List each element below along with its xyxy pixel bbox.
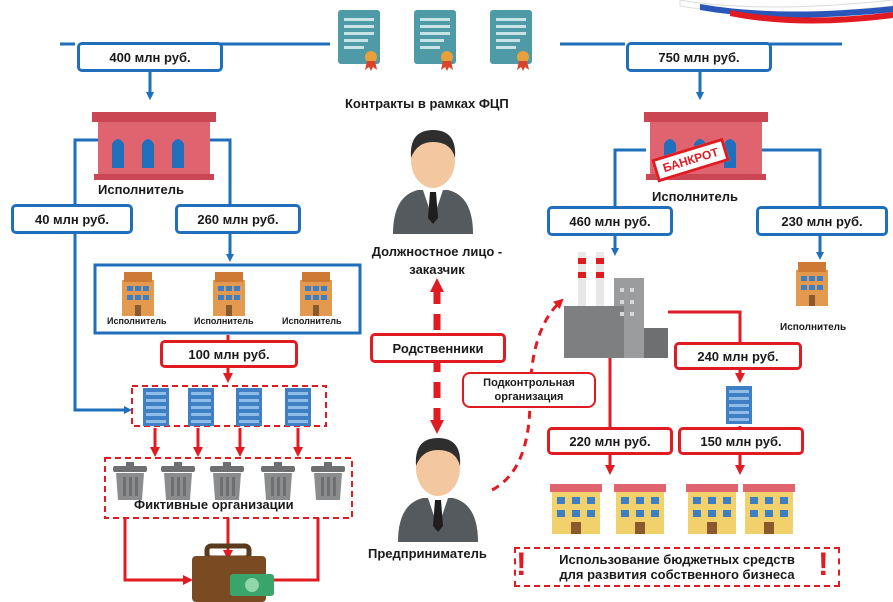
warning-line-2: для развития собственного бизнеса — [559, 567, 795, 582]
office-building-icon — [300, 272, 332, 316]
exclamation-right-icon: ! — [818, 546, 829, 582]
contracts-label: Контракты в рамках ФЦП — [345, 96, 509, 111]
amount-left-c: 100 млн руб. — [160, 340, 298, 368]
document-icon — [414, 10, 456, 71]
tower-icon — [143, 388, 169, 426]
trash-bin-icon — [261, 462, 295, 500]
official-label-2: заказчик — [409, 262, 465, 277]
fictitious-frame — [104, 457, 353, 519]
sub-executors-frame — [93, 263, 362, 335]
amount-right-b: 230 млн руб. — [756, 206, 888, 236]
office-building-icon — [796, 262, 828, 306]
trash-bin-icon — [210, 462, 244, 500]
amount-right-c: 240 млн руб. — [674, 342, 802, 370]
exclamation-left-icon: ! — [516, 546, 527, 582]
amount-right-main: 750 млн руб. — [626, 42, 772, 72]
official-person-icon — [393, 130, 473, 234]
tower-icon — [188, 388, 214, 426]
house-icon — [686, 484, 738, 534]
bank-building-icon — [92, 112, 216, 180]
right-executor-label: Исполнитель — [652, 189, 738, 204]
sub-executor-label-1: Исполнитель — [107, 316, 167, 326]
office-building-icon — [213, 272, 245, 316]
factory-icon — [564, 252, 668, 358]
fictitious-label: Фиктивные организации — [134, 497, 294, 512]
document-icon — [490, 10, 532, 71]
tower-icon — [236, 388, 262, 426]
towers-frame — [131, 385, 327, 427]
entrepreneur-person-icon — [398, 438, 478, 542]
amount-left-b: 260 млн руб. — [175, 204, 301, 234]
sub-executor-label-2: Исполнитель — [194, 316, 254, 326]
official-label-1: Должностное лицо - — [371, 244, 503, 259]
trash-bin-icon — [113, 462, 147, 500]
amount-left-a: 40 млн руб. — [11, 204, 133, 234]
briefcase-money-icon — [192, 543, 274, 602]
office-building-icon — [122, 272, 154, 316]
controlled-org-box: Подконтрольная организация — [462, 372, 596, 408]
tower-icon — [285, 388, 311, 426]
amount-right-e: 150 млн руб. — [678, 427, 804, 455]
amount-right-d: 220 млн руб. — [547, 427, 673, 455]
house-icon — [550, 484, 602, 534]
right-sub-executor-label: Исполнитель — [780, 322, 847, 333]
amount-left-main: 400 млн руб. — [77, 42, 223, 72]
amount-right-a: 460 млн руб. — [547, 206, 673, 236]
relatives-box: Родственники — [370, 333, 506, 363]
document-icon — [338, 10, 380, 71]
trash-bin-icon — [311, 462, 345, 500]
entrepreneur-label: Предприниматель — [368, 546, 487, 561]
flag-ribbon-icon — [679, 0, 893, 24]
tower-icon — [726, 386, 752, 424]
house-icon — [743, 484, 795, 534]
warning-box: Использование бюджетных средств для разв… — [514, 547, 840, 587]
warning-line-1: Использование бюджетных средств — [559, 552, 795, 567]
house-icon — [614, 484, 666, 534]
sub-executor-label-3: Исполнитель — [282, 316, 342, 326]
trash-bin-icon — [161, 462, 195, 500]
left-executor-label: Исполнитель — [98, 182, 184, 197]
